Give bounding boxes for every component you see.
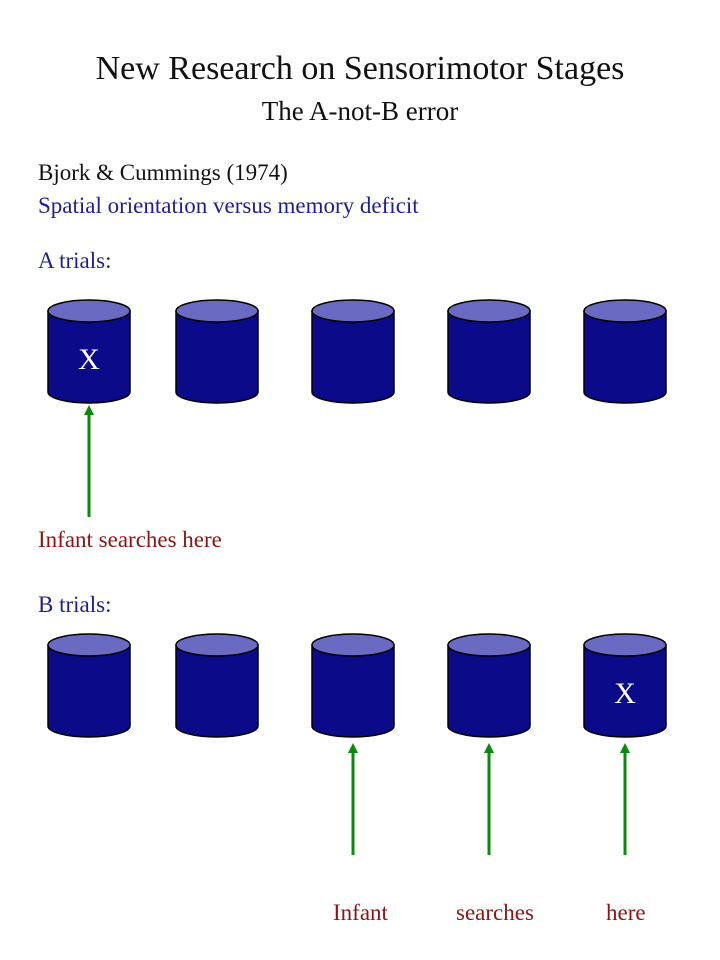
- a-trial-container-body: [311, 310, 395, 404]
- a-trial-container-lid: [47, 299, 131, 323]
- a-trial-container-4: [447, 299, 531, 404]
- slide-subtitle: The A-not-B error: [261, 96, 459, 126]
- b-trial-container-body: [175, 644, 259, 738]
- b-trial-container-body: [47, 644, 131, 738]
- b-trial-container-body: [583, 644, 667, 738]
- a-trial-hidden-object-mark: X: [78, 343, 100, 376]
- b-trials-label: B trials:: [38, 592, 112, 617]
- citation: Bjork & Cummings (1974): [38, 160, 288, 185]
- a-trial-container-lid: [311, 299, 395, 323]
- b-trials-row: X: [47, 633, 667, 738]
- b-trial-container-lid: [583, 633, 667, 657]
- a-trial-container-body: [47, 310, 131, 404]
- search-arrows: [84, 405, 630, 855]
- a-trial-container-lid: [447, 299, 531, 323]
- b-trial-hidden-object-mark: X: [614, 677, 636, 710]
- b-trial-container-1: [47, 633, 131, 738]
- slide-title: New Research on Sensorimotor Stages: [95, 50, 625, 87]
- a-trial-container-body: [583, 310, 667, 404]
- b-caption-word-here: here: [606, 900, 646, 925]
- b-caption-word-infant: Infant: [333, 900, 388, 925]
- a-trial-container-body: [447, 310, 531, 404]
- b-trial-container-body: [447, 644, 531, 738]
- b-trial-container-lid: [175, 633, 259, 657]
- b-trial-container-lid: [447, 633, 531, 657]
- a-trial-container-body: [175, 310, 259, 404]
- b-trial-container-5: X: [583, 633, 667, 738]
- a-trials-caption: Infant searches here: [38, 527, 222, 552]
- topic-line: Spatial orientation versus memory defici…: [38, 193, 419, 218]
- b-trial-container-lid: [311, 633, 395, 657]
- a-trial-container-5: [583, 299, 667, 404]
- b-trial-container-3: [311, 633, 395, 738]
- b-caption-word-searches: searches: [456, 900, 534, 925]
- a-trial-container-1: X: [47, 299, 131, 404]
- a-trial-container-lid: [175, 299, 259, 323]
- b-trial-container-lid: [47, 633, 131, 657]
- a-trial-container-lid: [583, 299, 667, 323]
- a-trial-container-2: [175, 299, 259, 404]
- a-trial-container-3: [311, 299, 395, 404]
- b-trial-container-body: [311, 644, 395, 738]
- b-trial-container-4: [447, 633, 531, 738]
- b-trial-container-2: [175, 633, 259, 738]
- a-trials-label: A trials:: [38, 248, 112, 273]
- a-trials-row: X: [47, 299, 667, 404]
